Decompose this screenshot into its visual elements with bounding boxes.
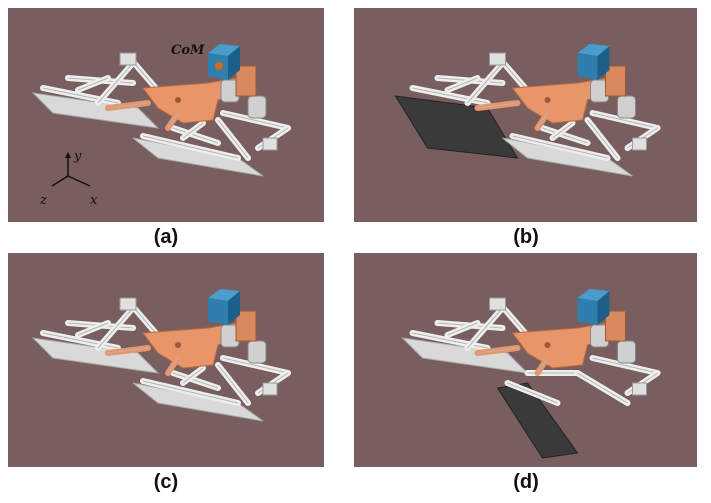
front-motor [632,137,647,151]
robot-render [31,289,291,422]
rear-link-3-edge [77,77,109,91]
front-link-1-edge [172,127,219,144]
counterweight-block [235,65,257,97]
front-body-link-edge [537,357,548,374]
rear-body-link-edge [477,347,518,354]
com-marker [215,62,223,70]
counterweight-block [605,65,626,97]
front-frame-bar-edge [142,380,239,404]
rear-body-link-edge [477,102,518,109]
rear-link-1-edge [467,307,503,349]
y-axis-label: y [73,149,82,164]
cube-side [597,46,610,80]
x-axis [67,175,91,187]
front-link-3-edge [182,367,204,384]
weight-2 [617,340,636,364]
robot-render [394,44,661,177]
front-link-2-edge [577,372,628,404]
cube-top [208,44,240,56]
front-motor [262,382,278,396]
cube-front [577,298,598,325]
cube-side [228,291,240,325]
front-frame-bar-edge [142,135,239,159]
cube-side [228,46,240,80]
front-link-3-edge [182,122,204,139]
front-link-3-edge [552,122,573,139]
rear-link-1-edge [467,62,503,104]
z-axis-label: z [39,193,47,208]
panel-d [354,253,697,467]
body-hole [175,97,181,103]
rear-body-link-edge [107,102,149,109]
front-body-link-edge [167,112,179,129]
front-body-link-edge [167,357,179,374]
y-arrow [65,152,71,158]
robot-model [31,289,291,422]
rear-link-1-edge [97,62,134,104]
front-upper-bar-edge [592,112,658,129]
rear-motor [119,297,137,311]
rear-link-3-edge [77,322,109,336]
cube-front [208,298,228,325]
rear-link-1-edge [97,307,134,349]
robot-model [401,289,661,459]
panel-a: CoM y z x [8,8,324,222]
front-upper-bar-edge [222,112,289,129]
front-link-1-edge [542,127,588,144]
counterweight-block [605,310,626,342]
front-frame-bar-edge [512,135,608,159]
panel-b [354,8,697,222]
robot-render [401,289,661,459]
body-hole [544,342,551,348]
rear-motor [489,52,506,66]
x-axis-label: x [90,193,98,208]
rear-frame-bar-edge [42,332,119,349]
rear-motor [489,297,506,311]
rear-link-3-edge [447,77,478,91]
front-motor [632,382,647,396]
front-link-2-edge [217,364,249,404]
cube-top [208,289,240,301]
front-upper-bar-edge [222,357,289,374]
front-link-1-edge [172,372,219,389]
rear-frame-bar-edge [412,87,488,104]
weight-2 [617,95,636,119]
robot-model: CoM [31,43,291,177]
front-upper-bar-edge [592,357,658,374]
weight-2 [247,95,267,119]
weight-2 [247,340,267,364]
rear-link-3-edge [447,322,478,336]
coordinate-axes: y z x [39,149,98,208]
body-hole [175,342,181,348]
robot-model [394,44,661,177]
front-body-link-edge [537,112,548,129]
caption-c: (c) [153,471,179,493]
robot-render: CoM y z x [31,43,291,208]
counterweight-block [235,310,257,342]
body-hole [544,97,551,103]
front-motor [262,137,278,151]
cube-side [597,291,610,325]
rear-motor [119,52,137,66]
caption-d: (d) [513,471,539,493]
caption-b: (b) [513,226,539,248]
cube-top [577,289,610,301]
z-axis [51,175,69,187]
panel-c [8,253,324,467]
rear-body-link-edge [107,347,149,354]
rear-foot-plate [394,95,519,159]
front-frame-bar-edge [507,382,558,404]
rear-frame-bar-edge [412,332,488,349]
com-label: CoM [171,43,205,58]
cube-front [577,53,598,80]
cube-top [577,44,610,56]
front-link-2-edge [217,119,249,159]
rear-frame-bar-edge [42,87,119,104]
caption-a: (a) [153,226,179,248]
front-link-2-edge [587,119,618,159]
